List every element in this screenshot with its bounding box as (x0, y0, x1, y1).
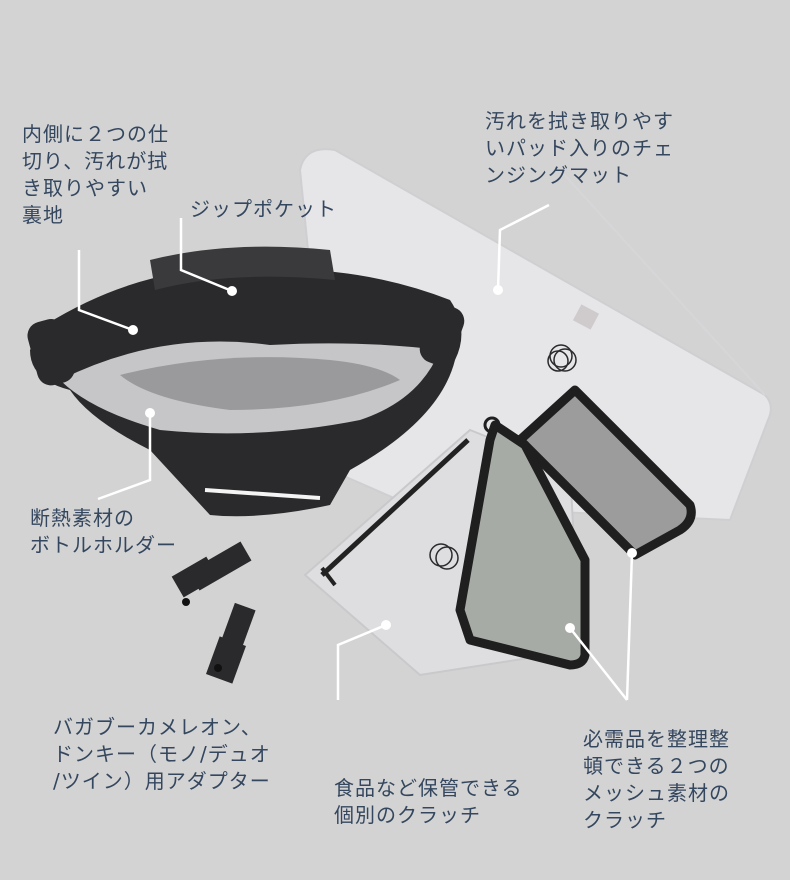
callout-lining: 内側に２つの仕 切り、汚れが拭 き取りやすい 裏地 (22, 122, 169, 227)
leader-lines (77, 203, 634, 701)
mesh-clutch-images (455, 385, 696, 670)
callout-zip-pocket: ジップポケット (190, 197, 337, 221)
callout-adapter: バガブーカメレオン、 ドンキー（モノ/デュオ /ツイン）用アダプター (53, 715, 271, 793)
adapter-images (171, 541, 256, 684)
callout-bottle-holder: 断熱素材の ボトルホルダー (30, 506, 177, 557)
callout-changing-mat: 汚れを拭き取りやす いパッド入りのチェ ンジングマット (485, 109, 674, 187)
callout-food-clutch: 食品など保管できる 個別のクラッチ (334, 776, 523, 827)
callout-mesh-clutch: 必需品を整理整 頓できる２つの メッシュ素材の クラッチ (583, 727, 730, 832)
leader-dots (128, 285, 637, 633)
